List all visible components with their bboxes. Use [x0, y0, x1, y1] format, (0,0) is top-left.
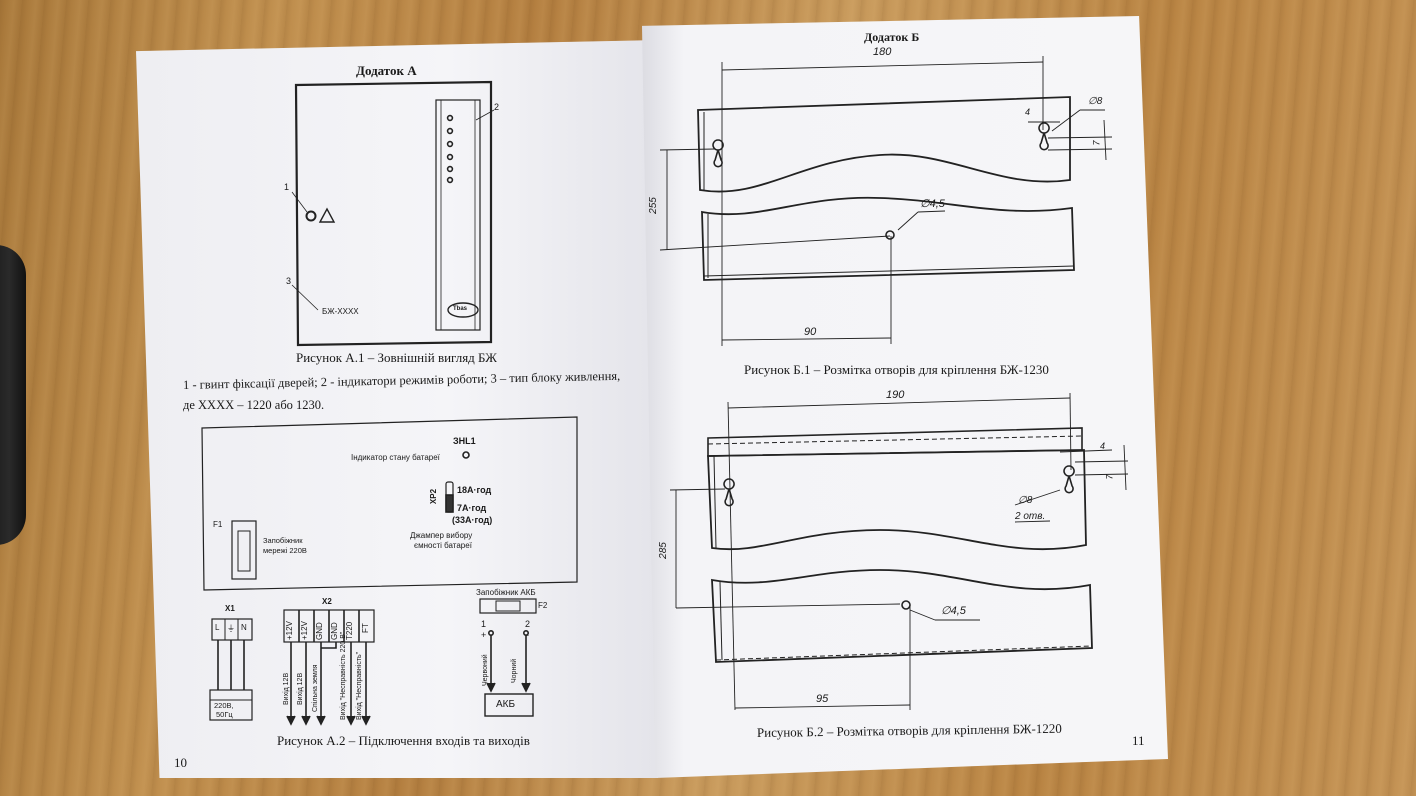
b2-dim-bottom: 95	[816, 693, 829, 705]
fig-a1-caption: Рисунок А.1 – Зовнішній вигляд БЖ	[296, 350, 497, 365]
fig-b1-caption: Рисунок Б.1 – Розмітка отворів для кріпл…	[744, 362, 1049, 377]
jumper-18ah: 18А·год	[457, 485, 492, 495]
b1-dim-hole-small: ∅4,5	[920, 198, 945, 210]
b2-dim-hole-count: 2 отв.	[1015, 511, 1046, 522]
f2-label: F2	[538, 601, 548, 610]
x2-terminal-6: FT	[361, 623, 370, 633]
mains-fuse-label-1: Запобіжник	[263, 536, 303, 545]
mains-box-line-2: 50Гц	[216, 710, 233, 719]
x2-terminal-4: GND	[330, 622, 339, 640]
x1-terminal-n: N	[241, 623, 247, 632]
akb-pin-2: 2	[525, 619, 531, 629]
akb-box-label: АКБ	[496, 699, 516, 710]
x2-label: X2	[322, 597, 332, 606]
b1-dim-7: 7	[1091, 140, 1102, 146]
hl1-label: ЗHL1	[453, 436, 476, 446]
left-page-number: 10	[174, 755, 187, 770]
fig-a2-caption: Рисунок А.2 – Підключення входів та вихо…	[277, 733, 530, 748]
akb-plus: +	[481, 630, 487, 640]
b2-dim-width: 190	[886, 389, 905, 401]
f1-label: F1	[213, 520, 223, 529]
b1-dim-bottom: 90	[804, 326, 817, 338]
wire-black-label: Чорний	[511, 658, 518, 683]
fig-b2-plate	[669, 392, 1129, 711]
b1-dim-width: 180	[873, 46, 892, 58]
b2-dim-height: 285	[657, 542, 669, 559]
fig-a1-callout-2: 2	[494, 102, 500, 112]
akb-pin-1: 1	[481, 619, 487, 629]
right-page	[642, 16, 1168, 778]
output-label-5: Вихід "Несправність"	[356, 651, 363, 720]
x1-terminal-l: L	[215, 623, 220, 632]
fig-b1-plate	[659, 56, 1113, 346]
mains-box-line-1: 220В,	[214, 701, 234, 710]
xp2-label: XP2	[429, 488, 439, 505]
legend-line-2: де XXXX – 1220 або 1230.	[183, 398, 325, 412]
jumper-desc-2: ємності батареї	[414, 541, 472, 550]
x2-terminal-1: +12V	[285, 621, 294, 640]
appendix-a-title: Додаток А	[356, 63, 417, 78]
fig-a1-enclosure	[291, 80, 495, 347]
b2-dim-hole-big: ∅8	[1018, 495, 1033, 506]
x2-terminal-3: GND	[315, 622, 324, 640]
fig-a1-callout-3: 3	[286, 276, 292, 286]
brand-logo: Tbas	[453, 306, 468, 312]
output-label-2: Вихід 12В	[297, 672, 304, 705]
output-label-3: Спільна земля	[312, 664, 319, 712]
x1-terminal-ground: ⏚	[227, 624, 235, 633]
x1-label: X1	[225, 604, 235, 613]
output-label-4: Вихід "Несправність 220 В"	[340, 631, 347, 720]
akb-fuse-label: Запобіжник АКБ	[476, 588, 536, 597]
fig-a2-board	[201, 416, 578, 726]
right-page-number: 11	[1132, 733, 1145, 748]
b1-dim-hole-big: ∅8	[1088, 96, 1103, 107]
dark-object-edge	[0, 245, 26, 545]
akb-minus: -	[526, 630, 529, 640]
appendix-b-title: Додаток Б	[864, 30, 920, 44]
mains-fuse-label-2: мережі 220В	[263, 546, 307, 555]
b2-dim-7: 7	[1104, 474, 1115, 480]
left-page	[136, 40, 658, 778]
x2-terminal-2: +12V	[300, 621, 309, 640]
jumper-7ah: 7А·год	[457, 503, 487, 513]
jumper-33ah: (33А·год)	[452, 515, 493, 525]
b1-dim-4: 4	[1025, 107, 1031, 117]
b1-dim-height: 255	[647, 197, 659, 214]
b2-dim-4: 4	[1100, 441, 1106, 451]
battery-indicator-label: Індикатор стану батареї	[351, 453, 440, 462]
jumper-desc-1: Джампер вибору	[410, 531, 473, 540]
fig-a1-model-label: БЖ-XXXX	[322, 307, 359, 316]
b2-dim-hole-small: ∅4,5	[941, 605, 966, 617]
output-label-1: Вихід 12В	[283, 672, 290, 705]
fig-a1-callout-1: 1	[284, 182, 290, 192]
wire-red-label: Червоний	[482, 654, 489, 686]
